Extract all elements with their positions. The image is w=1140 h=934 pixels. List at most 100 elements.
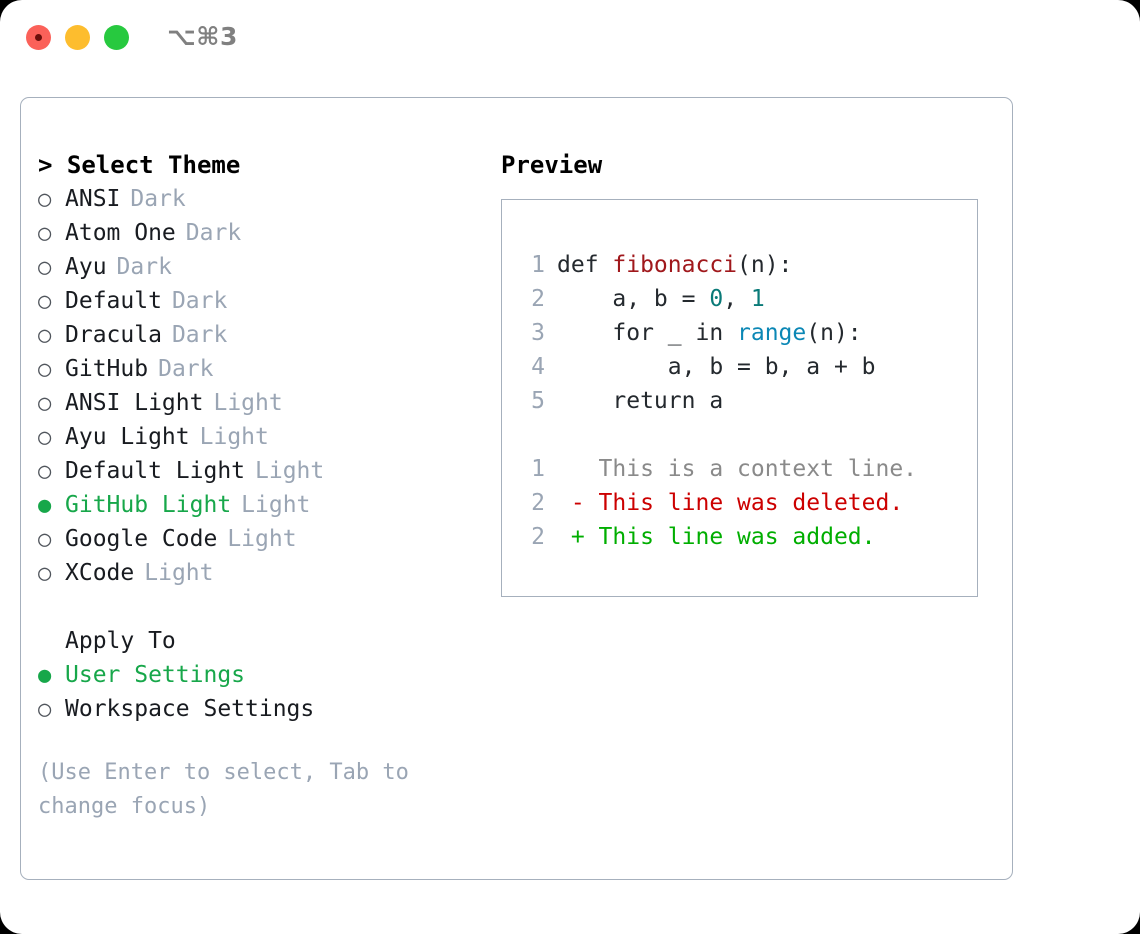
- radio-unselected-icon[interactable]: ○: [38, 425, 52, 450]
- code-token: return a: [557, 388, 724, 414]
- theme-category-label: Light: [144, 560, 214, 586]
- code-line: 3 for _ in range(n):: [521, 316, 977, 350]
- theme-name: GitHub Light: [65, 492, 232, 518]
- theme-name: XCode: [65, 560, 135, 586]
- code-token: 0: [709, 286, 724, 312]
- theme-list-item[interactable]: ○ ANSI Dark: [38, 182, 488, 216]
- spacer: [38, 590, 488, 624]
- theme-name: Ayu Light: [65, 424, 190, 450]
- theme-name: Atom One: [65, 220, 176, 246]
- radio-selected-icon[interactable]: ●: [38, 663, 52, 688]
- theme-category-label: Dark: [116, 254, 172, 280]
- diff-text: This is a context line.: [557, 456, 918, 482]
- theme-category-label: Light: [241, 492, 311, 518]
- radio-unselected-icon[interactable]: ○: [38, 357, 52, 382]
- theme-category-label: Dark: [185, 220, 242, 246]
- theme-name: Dracula: [65, 322, 162, 348]
- maximize-button-icon[interactable]: [104, 25, 129, 50]
- line-number: 3: [531, 320, 545, 346]
- window-title: ⌥⌘3: [167, 22, 238, 51]
- theme-category-label: Dark: [130, 186, 186, 212]
- theme-category-label: Dark: [171, 288, 228, 314]
- line-number: 4: [531, 354, 545, 380]
- theme-category-label: Light: [213, 390, 283, 416]
- theme-name: Ayu: [65, 254, 107, 280]
- radio-unselected-icon[interactable]: ○: [38, 255, 52, 280]
- traffic-light-buttons: [26, 25, 129, 50]
- theme-list-item[interactable]: ○ Google Code Light: [38, 522, 488, 556]
- spacer: [521, 418, 977, 452]
- code-token: (n):: [806, 320, 862, 346]
- code-token: a, b = b, a + b: [557, 354, 876, 380]
- theme-name: Default Light: [65, 458, 246, 484]
- radio-unselected-icon[interactable]: ○: [38, 187, 52, 212]
- apply-to-label: Workspace Settings: [65, 696, 315, 722]
- theme-list-item[interactable]: ○ Atom One Dark: [38, 216, 488, 250]
- diff-line: 2 + This line was added.: [521, 520, 977, 554]
- apply-to-header: Apply To: [65, 628, 176, 654]
- diff-line: 2 - This line was deleted.: [521, 486, 977, 520]
- code-line: 2 a, b = 0, 1: [521, 282, 977, 316]
- theme-list-item[interactable]: ○ GitHub Dark: [38, 352, 488, 386]
- theme-name: Google Code: [65, 526, 218, 552]
- theme-list-item[interactable]: ○ Ayu Light Light: [38, 420, 488, 454]
- radio-unselected-icon[interactable]: ○: [38, 459, 52, 484]
- theme-picker-header: > Select Theme: [38, 151, 241, 179]
- theme-list-item[interactable]: ● GitHub Light Light: [38, 488, 488, 522]
- code-token: a, b =: [557, 286, 710, 312]
- code-token: fibonacci: [612, 252, 738, 278]
- theme-name: GitHub: [65, 356, 149, 382]
- theme-list-item[interactable]: ○ Ayu Dark: [38, 250, 488, 284]
- line-number: 2: [531, 524, 545, 550]
- diff-text: + This line was added.: [557, 524, 876, 550]
- apply-to-option[interactable]: ○ Workspace Settings: [38, 692, 488, 726]
- theme-category-label: Light: [227, 526, 297, 552]
- code-line: 1 def fibonacci(n):: [521, 248, 977, 282]
- preview-title: Preview: [501, 151, 603, 179]
- theme-category-label: Dark: [158, 356, 214, 382]
- radio-unselected-icon[interactable]: ○: [38, 527, 52, 552]
- code-token: (n):: [737, 252, 793, 278]
- line-number: 5: [531, 388, 545, 414]
- code-token: ,: [723, 286, 751, 312]
- theme-list-item[interactable]: ○ XCode Light: [38, 556, 488, 590]
- title-bar: ⌥⌘3: [0, 0, 1140, 78]
- code-line: 5 return a: [521, 384, 977, 418]
- radio-unselected-icon[interactable]: ○: [38, 323, 52, 348]
- theme-category-label: Light: [199, 424, 269, 450]
- code-line: 4 a, b = b, a + b: [521, 350, 977, 384]
- theme-name: ANSI: [65, 186, 121, 212]
- radio-unselected-icon[interactable]: ○: [38, 391, 52, 416]
- theme-list-item[interactable]: ○ ANSI Light Light: [38, 386, 488, 420]
- diff-text: - This line was deleted.: [557, 490, 904, 516]
- minimize-button-icon[interactable]: [65, 25, 90, 50]
- code-token: for _ in: [557, 320, 738, 346]
- radio-unselected-icon[interactable]: ○: [38, 561, 52, 586]
- apply-to-label: User Settings: [65, 662, 246, 688]
- theme-category-label: Light: [255, 458, 325, 484]
- radio-unselected-icon[interactable]: ○: [38, 221, 52, 246]
- line-number: 2: [531, 490, 545, 516]
- apply-to-option[interactable]: ● User Settings: [38, 658, 488, 692]
- line-number: 1: [531, 252, 545, 278]
- theme-name: Default: [65, 288, 162, 314]
- radio-unselected-icon[interactable]: ○: [38, 697, 52, 722]
- radio-unselected-icon[interactable]: ○: [38, 289, 52, 314]
- diff-sample: 1 This is a context line.2 - This line w…: [521, 452, 977, 554]
- radio-selected-icon[interactable]: ●: [38, 493, 52, 518]
- theme-list-item[interactable]: ○ Default Dark: [38, 284, 488, 318]
- line-number: 2: [531, 286, 545, 312]
- code-token: def: [557, 252, 613, 278]
- close-button-icon[interactable]: [26, 25, 51, 50]
- keyboard-hint: (Use Enter to select, Tab to change focu…: [38, 760, 409, 819]
- theme-list-item[interactable]: ○ Default Light Light: [38, 454, 488, 488]
- theme-name: ANSI Light: [65, 390, 204, 416]
- apply-to-list: ● User Settings ○ Workspace Settings: [38, 658, 488, 726]
